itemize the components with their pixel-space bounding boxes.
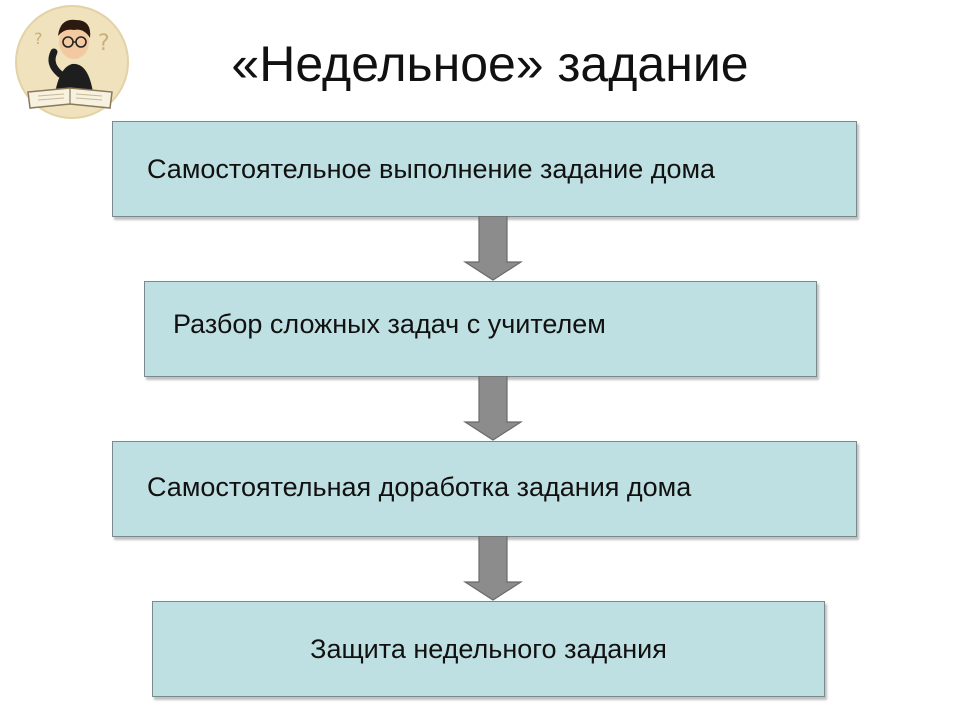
down-arrow-icon (462, 215, 524, 282)
down-arrow-icon (462, 375, 524, 442)
flow-step-3: Самостоятельная доработка задания дома (112, 441, 857, 537)
reading-student-icon: ? ? (14, 4, 130, 120)
flow-step-3-label: Самостоятельная доработка задания дома (147, 471, 692, 502)
flow-step-4-label: Защита недельного задания (310, 633, 667, 664)
flow-step-2-label: Разбор сложных задач с учителем (173, 308, 606, 339)
slide-title: «Недельное» задание (231, 36, 749, 92)
flow-step-1: Самостоятельное выполнение задание дома (112, 121, 857, 217)
svg-text:?: ? (98, 31, 110, 56)
down-arrow-icon (462, 535, 524, 602)
flow-step-4: Защита недельного задания (152, 601, 825, 697)
flow-step-1-label: Самостоятельное выполнение задание дома (147, 153, 716, 184)
svg-text:?: ? (34, 29, 43, 48)
flow-step-2: Разбор сложных задач с учителем (144, 281, 817, 377)
